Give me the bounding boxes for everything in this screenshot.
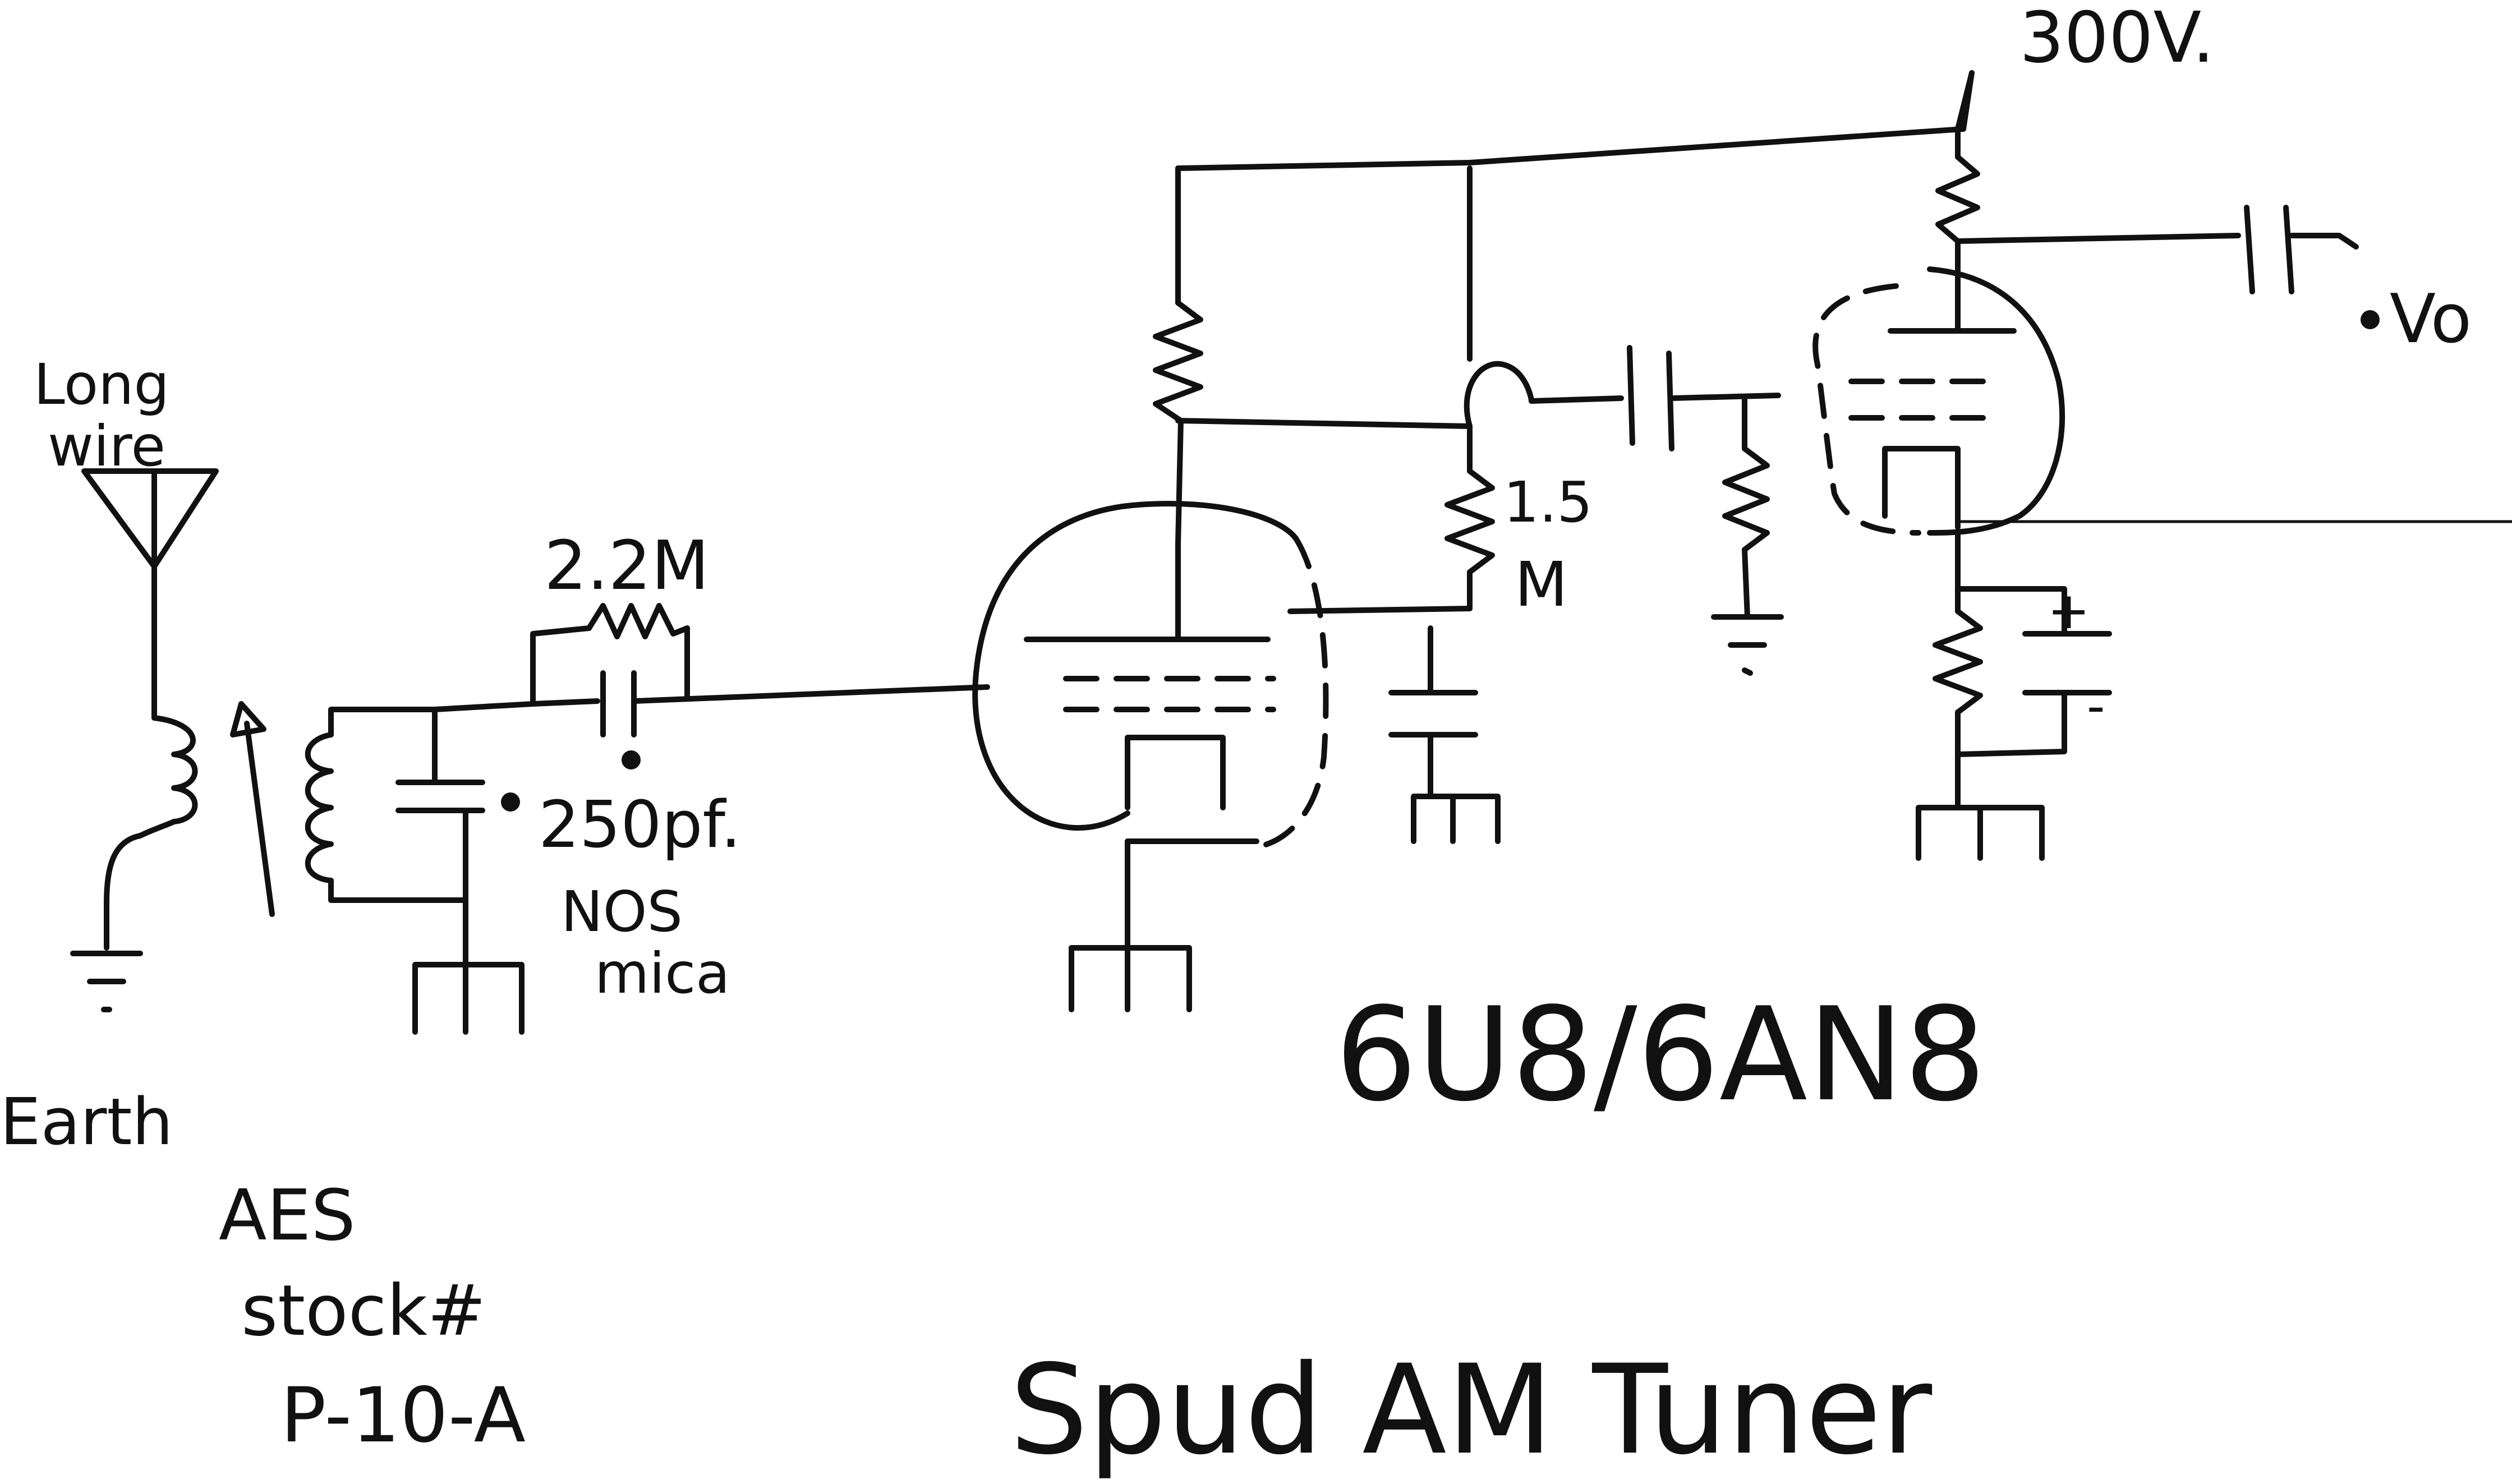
output-label: Vo bbox=[2390, 280, 2472, 358]
part-number-line1: AES bbox=[219, 1175, 356, 1256]
earth-ground bbox=[70, 833, 143, 1012]
load-resistor-1-5M bbox=[1175, 165, 1534, 611]
antenna bbox=[81, 468, 219, 721]
part-number-line3: P-10-A bbox=[280, 1371, 526, 1459]
tank-coil bbox=[305, 707, 468, 903]
b-plus-rail bbox=[1175, 70, 1975, 171]
tube2-cathode-network bbox=[1916, 530, 2112, 861]
tube-type-label: 6U8/6AN8 bbox=[1335, 980, 1986, 1130]
tube2-plate-resistor bbox=[1935, 70, 1980, 334]
earth-label: Earth bbox=[0, 1085, 173, 1160]
part-number-line2: stock# bbox=[241, 1270, 486, 1352]
tube1-cathode-ground bbox=[1069, 838, 1192, 1012]
screen-bypass-cap bbox=[1388, 625, 1501, 844]
antenna-label-line1: Long bbox=[34, 352, 169, 417]
variable-capacitor bbox=[395, 707, 641, 967]
capacitor-label-line3: mica bbox=[595, 941, 730, 1006]
cathode-cap-minus: - bbox=[2087, 677, 2105, 736]
tube-pentode bbox=[972, 501, 1473, 850]
plate-resistor-label-line1: 1.5 bbox=[1503, 469, 1593, 535]
tube2-grid-resistor bbox=[1711, 395, 1784, 676]
plate-resistor-label-line2: M bbox=[1515, 549, 1568, 620]
antenna-coil bbox=[137, 715, 198, 838]
supply-voltage-label: 300V. bbox=[2019, 0, 2215, 79]
grid-resistor-label: 2.2M bbox=[544, 527, 709, 605]
tube1-plate-resistor bbox=[1153, 165, 1203, 642]
cathode-cap-plus: + bbox=[2048, 582, 2090, 640]
tank-ground bbox=[412, 962, 525, 1035]
grid-capacitor bbox=[530, 670, 990, 738]
coupling-capacitor bbox=[1529, 345, 1781, 451]
grid-resistor bbox=[432, 603, 690, 712]
tuning-arrow bbox=[230, 701, 275, 917]
tube-triode bbox=[1812, 266, 2065, 536]
output-capacitor bbox=[1955, 205, 2380, 329]
capacitor-label-line1: 250pf. bbox=[539, 787, 741, 863]
capacitor-label-line2: NOS bbox=[561, 879, 683, 944]
schematic-title: Spud AM Tuner bbox=[1010, 1338, 1933, 1482]
antenna-label-line2: wire bbox=[48, 413, 165, 479]
